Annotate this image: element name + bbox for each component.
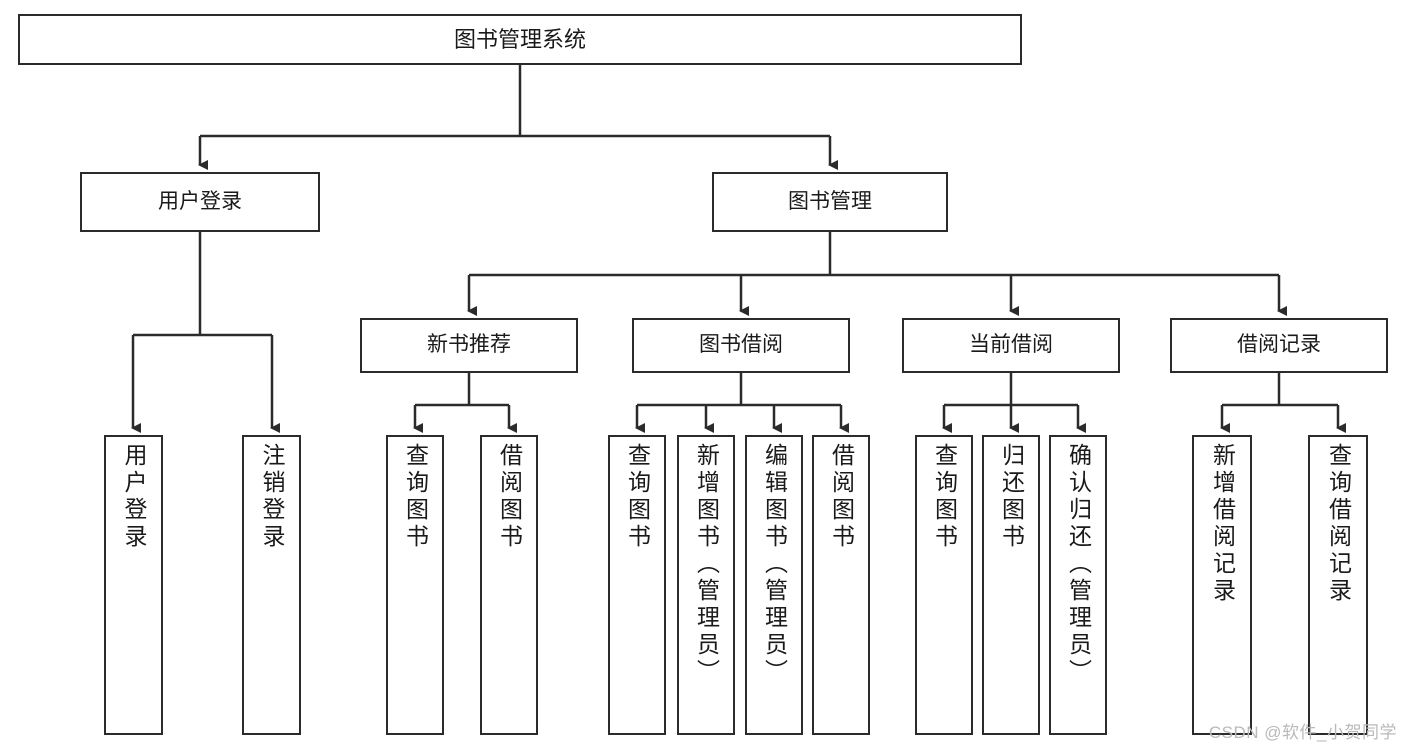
node-leaf-edit-book-admin[interactable]: 编辑图书（管理员） [745,435,803,735]
node-label: 用户登录 [121,443,147,551]
node-leaf-borrow-book-recommend[interactable]: 借阅图书 [480,435,538,735]
node-label: 新增借阅记录 [1209,443,1236,605]
node-label: 新书推荐 [427,333,511,357]
node-leaf-query-book[interactable]: 查询图书 [608,435,666,735]
node-label: 查询图书 [624,443,651,551]
node-leaf-query-book-recommend[interactable]: 查询图书 [386,435,444,735]
node-label: 归还图书 [998,443,1025,551]
node-label: 借阅图书 [496,443,523,551]
node-book-borrow[interactable]: 图书借阅 [632,318,850,373]
node-new-book-recommend[interactable]: 新书推荐 [360,318,578,373]
node-label: 编辑图书（管理员） [761,443,788,686]
node-root-system[interactable]: 图书管理系统 [18,14,1022,65]
node-current-borrow[interactable]: 当前借阅 [902,318,1120,373]
node-label: 借阅记录 [1237,333,1321,357]
node-borrow-record[interactable]: 借阅记录 [1170,318,1388,373]
node-label: 查询图书 [402,443,429,551]
node-label: 确认归还（管理员） [1065,443,1092,686]
node-label: 用户登录 [158,189,242,213]
node-leaf-return-book[interactable]: 归还图书 [982,435,1040,735]
node-label: 图书借阅 [699,333,783,357]
node-label: 注销登录 [259,443,285,551]
csdn-watermark: CSDN @软件_小贺同学 [1208,723,1397,742]
node-label: 当前借阅 [969,333,1053,357]
node-leaf-user-login[interactable]: 用户登录 [104,435,163,735]
node-label: 查询图书 [931,443,958,551]
node-label: 图书管理 [788,189,872,213]
node-book-management[interactable]: 图书管理 [712,172,948,232]
node-label: 图书管理系统 [453,26,586,52]
node-leaf-confirm-return-admin[interactable]: 确认归还（管理员） [1049,435,1107,735]
node-label: 借阅图书 [828,443,855,551]
node-leaf-add-borrow-record[interactable]: 新增借阅记录 [1192,435,1252,735]
node-leaf-borrow-book[interactable]: 借阅图书 [812,435,870,735]
node-leaf-query-borrow-record[interactable]: 查询借阅记录 [1308,435,1368,735]
node-leaf-logout[interactable]: 注销登录 [242,435,301,735]
node-leaf-query-book-current[interactable]: 查询图书 [915,435,973,735]
node-label: 查询借阅记录 [1325,443,1352,605]
node-user-login[interactable]: 用户登录 [80,172,320,232]
node-label: 新增图书（管理员） [693,443,720,686]
node-leaf-add-book-admin[interactable]: 新增图书（管理员） [677,435,735,735]
